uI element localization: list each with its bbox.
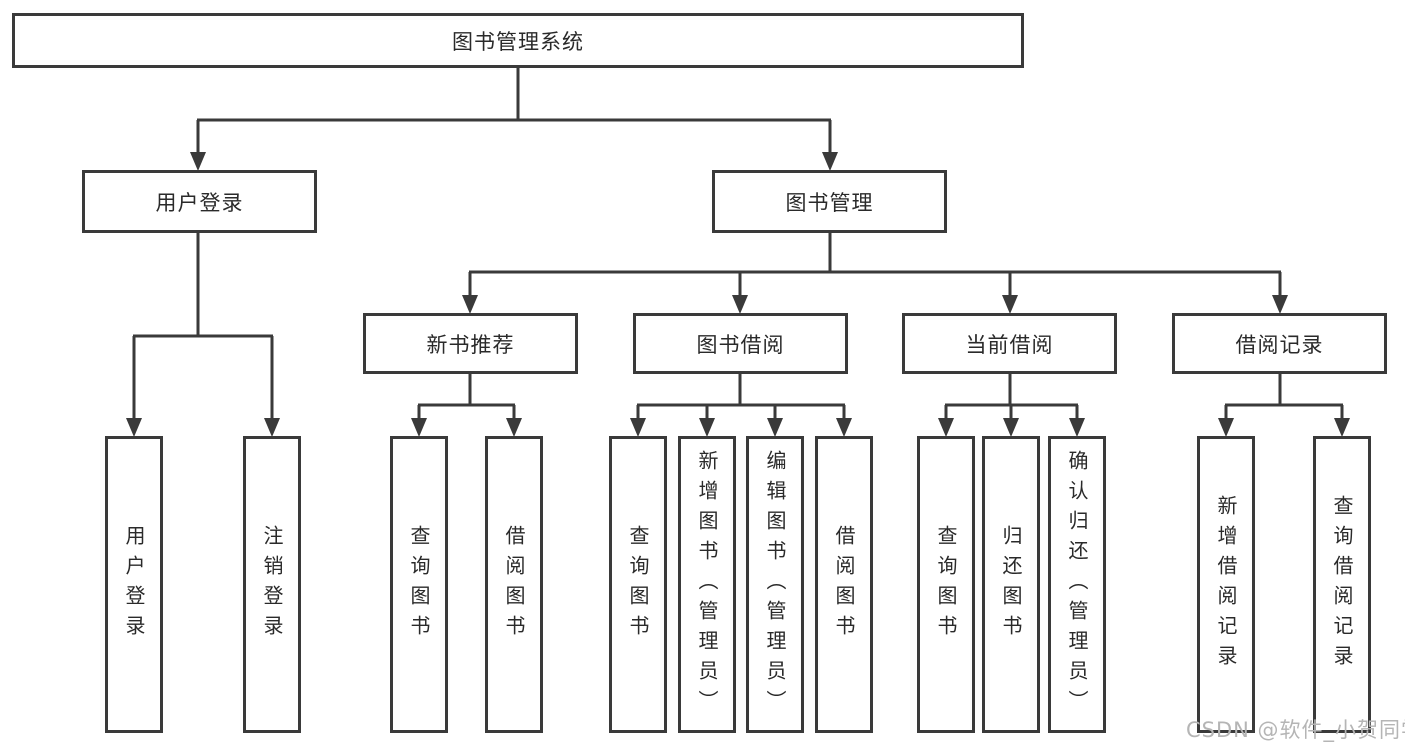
leaf-user-login: 用户登录: [105, 436, 163, 733]
node-label: 注销登录: [260, 524, 284, 645]
leaf-logout: 注销登录: [243, 436, 301, 733]
csdn-watermark: CSDN @软件_小贺同学: [1186, 718, 1405, 742]
arrow-down-icon: [767, 418, 783, 437]
arrow-down-icon: [1002, 295, 1018, 314]
node-label: 查询借阅记录: [1330, 494, 1354, 675]
leaf-query-borrow-record: 查询借阅记录: [1313, 436, 1371, 733]
arrow-down-icon: [699, 418, 715, 437]
arrow-down-icon: [822, 152, 838, 171]
node-borrowing-records: 借阅记录: [1172, 313, 1387, 374]
node-label: 新增图书（管理员）: [695, 449, 719, 720]
arrow-down-icon: [1218, 418, 1234, 437]
node-book-management: 图书管理: [712, 170, 947, 233]
node-label: 用户登录: [122, 524, 146, 645]
node-label: 借阅记录: [1235, 332, 1324, 357]
node-book-borrowing: 图书借阅: [633, 313, 848, 374]
arrow-down-icon: [1272, 295, 1288, 314]
node-label: 借阅图书: [502, 524, 526, 645]
leaf-edit-books-admin: 编辑图书（管理员）: [746, 436, 804, 733]
leaf-add-borrow-record: 新增借阅记录: [1197, 436, 1255, 733]
node-label: 查询图书: [934, 524, 958, 645]
node-label: 图书管理: [785, 190, 874, 215]
connector-paths: [132, 66, 1344, 428]
node-label: 图书借阅: [696, 332, 785, 357]
node-label: 图书管理系统: [452, 29, 584, 54]
arrow-down-icon: [126, 418, 142, 437]
node-label: 新增借阅记录: [1214, 494, 1238, 675]
node-label: 新书推荐: [426, 332, 515, 357]
node-label: 查询图书: [407, 524, 431, 645]
node-label: 当前借阅: [965, 332, 1054, 357]
node-label: 借阅图书: [832, 524, 856, 645]
leaf-query-books-current: 查询图书: [917, 436, 975, 733]
leaf-return-books: 归还图书: [982, 436, 1040, 733]
arrow-down-icon: [462, 295, 478, 314]
leaf-add-books-admin: 新增图书（管理员）: [678, 436, 736, 733]
arrow-down-icon: [411, 418, 427, 437]
arrow-down-icon: [506, 418, 522, 437]
arrow-down-icon: [630, 418, 646, 437]
leaf-borrow-books: 借阅图书: [815, 436, 873, 733]
arrow-down-icon: [938, 418, 954, 437]
leaf-query-books-recommend: 查询图书: [390, 436, 448, 733]
leaf-query-books-borrow: 查询图书: [609, 436, 667, 733]
leaf-confirm-return-admin: 确认归还（管理员）: [1048, 436, 1106, 733]
arrow-down-icon: [264, 418, 280, 437]
node-user-login: 用户登录: [82, 170, 317, 233]
arrow-down-icon: [1334, 418, 1350, 437]
node-label: 归还图书: [999, 524, 1023, 645]
node-label: 查询图书: [626, 524, 650, 645]
arrow-down-icon: [836, 418, 852, 437]
arrow-down-icon: [190, 152, 206, 171]
node-root-system: 图书管理系统: [12, 13, 1024, 68]
node-label: 用户登录: [155, 190, 244, 215]
arrow-down-icon: [1069, 418, 1085, 437]
node-current-borrowing: 当前借阅: [902, 313, 1117, 374]
node-new-book-recommendation: 新书推荐: [363, 313, 578, 374]
leaf-borrow-books-recommend: 借阅图书: [485, 436, 543, 733]
arrow-down-icon: [1003, 418, 1019, 437]
arrow-down-icon: [732, 295, 748, 314]
node-label: 编辑图书（管理员）: [763, 449, 787, 720]
node-label: 确认归还（管理员）: [1065, 449, 1089, 720]
